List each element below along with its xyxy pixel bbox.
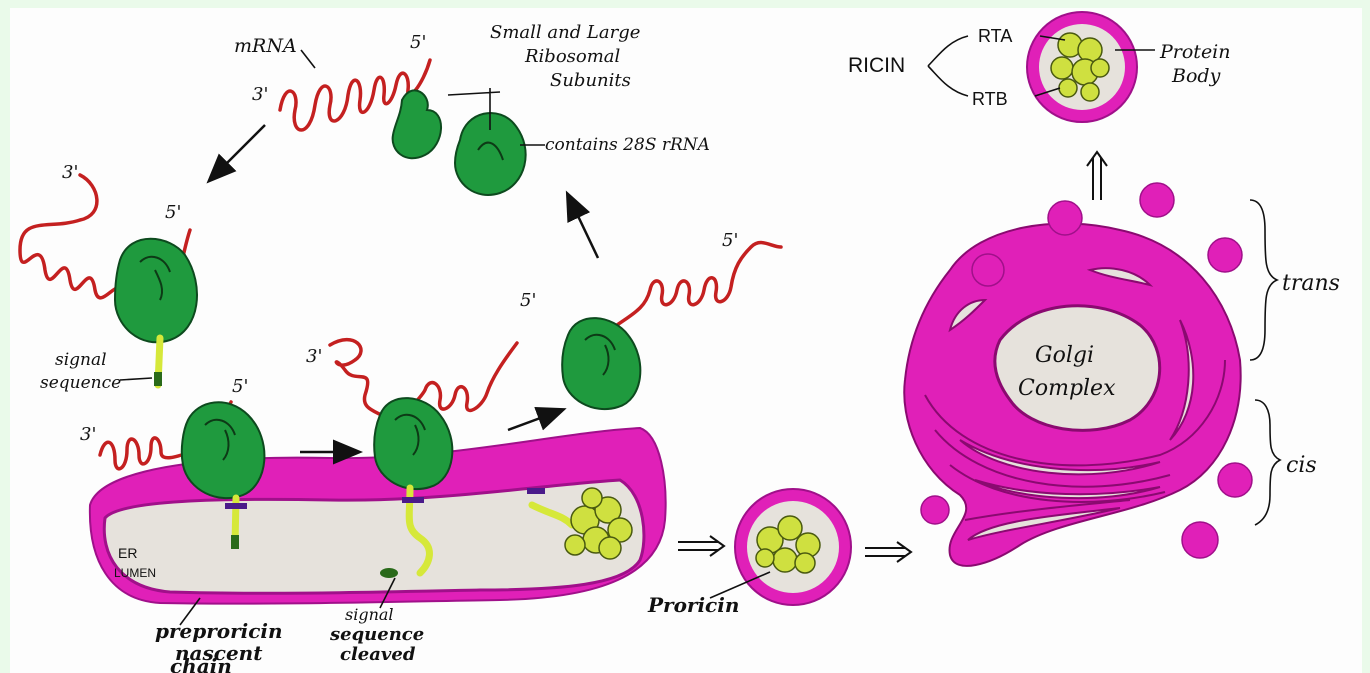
label-rtb: RTB [972, 89, 1008, 109]
label-signal-1: signal [55, 350, 107, 370]
label-contains-28s: contains 28S rRNA [545, 135, 710, 155]
label-preproricin-1: preproricin [155, 619, 283, 643]
label-5prime-free: 5' [410, 32, 426, 53]
label-ricin: RICIN [848, 54, 905, 77]
label-subunits-3: Subunits [550, 70, 631, 91]
label-golgi-1: Golgi [1035, 343, 1094, 368]
mrna-ribosome-4 [610, 243, 781, 330]
label-preproricin-3: chain [170, 654, 232, 673]
label-5prime-r2: 5' [232, 376, 248, 397]
label-3prime-r1: 3' [62, 162, 78, 183]
label-signal-2: sequence [40, 373, 121, 393]
label-er: ER [118, 545, 137, 561]
label-3prime-r2: 3' [80, 424, 96, 445]
double-arrow-to-vesicle [678, 536, 724, 556]
cis-brace [1255, 400, 1280, 525]
label-body: Body [1171, 65, 1221, 87]
label-5prime-r3: 5' [520, 290, 536, 311]
label-3prime-free: 3' [252, 84, 268, 105]
label-trans: trans [1282, 271, 1340, 296]
ribosome-2 [182, 402, 265, 498]
label-subunits-2: Ribosomal [524, 46, 621, 67]
label-protein: Protein [1159, 41, 1231, 63]
ribosome-4 [562, 318, 640, 409]
protein-body [1027, 12, 1137, 122]
ribosome-3 [374, 398, 452, 489]
label-cleaved-3: cleaved [340, 644, 416, 665]
ribosome-1 [115, 239, 197, 343]
label-golgi-2: Complex [1018, 376, 1116, 401]
trans-brace [1250, 200, 1277, 360]
double-arrow-to-protein-body [1087, 152, 1107, 200]
proricin-vesicle [735, 489, 851, 605]
golgi-core [995, 306, 1160, 431]
label-cleaved-1: signal [345, 605, 394, 624]
label-cis: cis [1286, 453, 1317, 478]
ribosome-small-subunit [393, 90, 441, 158]
label-rta: RTA [978, 26, 1012, 46]
label-5prime-r4: 5' [722, 230, 738, 251]
double-arrow-to-golgi [865, 542, 911, 562]
label-proricin: Proricin [647, 593, 739, 617]
label-subunits-1: Small and Large [490, 22, 640, 43]
label-5prime-r1: 5' [165, 202, 181, 223]
label-3prime-r3: 3' [306, 346, 322, 367]
label-mrna: mRNA [234, 35, 297, 57]
label-cleaved-2: sequence [329, 624, 424, 645]
label-lumen: LUMEN [114, 566, 156, 580]
